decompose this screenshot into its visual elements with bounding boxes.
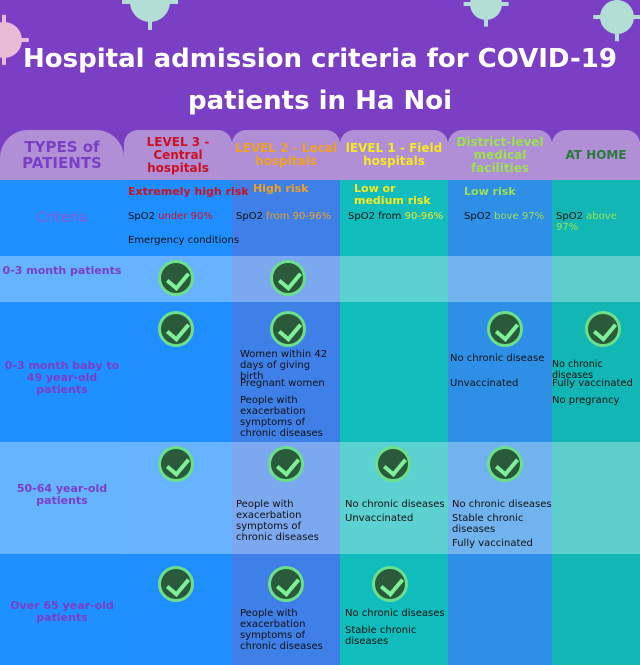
r2-home-c: No pregrancy bbox=[552, 395, 620, 406]
level2-spo2: SpO2 from 90-96% bbox=[236, 211, 332, 222]
header-level1: lEVEL 1 - Field hospitals bbox=[340, 130, 448, 180]
r3-level1-a: No chronic diseases bbox=[345, 499, 445, 510]
r4-level2-a: People with exacerbation symptoms of chr… bbox=[240, 608, 323, 652]
r2-home-a: No chronic diseases bbox=[552, 359, 603, 381]
level2-risk: High risk bbox=[253, 182, 309, 195]
r2-level2-b: Pregnant women bbox=[240, 378, 325, 389]
check-icon bbox=[268, 566, 304, 602]
level1-spo2: SpO2 from 90-96% bbox=[348, 211, 444, 222]
header-banner: Hospital admission criteria for COVID-19… bbox=[0, 0, 640, 132]
level3-spo2: SpO2 under 90% bbox=[128, 211, 213, 222]
virus-icon bbox=[0, 22, 22, 58]
home-spo2: SpO2 above 97% bbox=[556, 211, 617, 233]
district-spo2: SpO2 bove 97% bbox=[464, 211, 545, 222]
r2-district-b: Unvaccinated bbox=[450, 378, 519, 389]
level1-risk: Low or medium risk bbox=[354, 182, 431, 207]
r3-district-b: Stable chronic diseases bbox=[452, 513, 524, 535]
virus-icon bbox=[600, 0, 634, 34]
header-district: District-level medical facilities bbox=[448, 130, 552, 180]
home-column bbox=[552, 180, 640, 665]
row-label-0-3-month-to-49: 0-3 month baby to 49 year-old patients bbox=[4, 359, 120, 396]
r2-home-b: Fully vaccinated bbox=[552, 378, 633, 389]
page-title: Hospital admission criteria for COVID-19… bbox=[23, 44, 617, 116]
criteria-label: Criteria bbox=[36, 210, 88, 226]
check-icon bbox=[158, 566, 194, 602]
row-label-50-64: 50-64 year-old patients bbox=[16, 482, 108, 507]
check-icon bbox=[487, 311, 523, 347]
header-level2: LEVEL 2 - Local hospitals bbox=[232, 130, 340, 180]
level3-risk: Extremely high risk bbox=[128, 185, 249, 198]
check-icon bbox=[372, 566, 408, 602]
check-icon bbox=[487, 446, 523, 482]
check-icon bbox=[270, 260, 306, 296]
r2-level2-a: Women within 42 days of giving birth bbox=[240, 349, 328, 382]
check-icon bbox=[268, 446, 304, 482]
check-icon bbox=[270, 311, 306, 347]
row-label-0-3-month: 0-3 month patients bbox=[2, 264, 122, 277]
r3-district-c: Fully vaccinated bbox=[452, 538, 533, 549]
r2-level2-c: People with exacerbation symptoms of chr… bbox=[240, 395, 323, 439]
header-home: AT HOME bbox=[552, 130, 640, 180]
district-column bbox=[448, 180, 552, 665]
r3-level1-b: Unvaccinated bbox=[345, 513, 414, 524]
check-icon bbox=[585, 311, 621, 347]
r4-level1-b: Stable chronic diseases bbox=[345, 625, 417, 647]
level3-extra: Emergency conditions bbox=[128, 235, 240, 246]
virus-icon bbox=[130, 0, 170, 22]
header-types: TYPES of PATIENTS bbox=[0, 130, 124, 180]
row-band bbox=[0, 442, 640, 554]
check-icon bbox=[375, 446, 411, 482]
row-label-over-65: Over 65 year-old patients bbox=[10, 599, 114, 624]
r2-district-a: No chronic disease bbox=[450, 353, 545, 364]
check-icon bbox=[158, 260, 194, 296]
virus-icon bbox=[470, 0, 502, 20]
header-level3: LEVEL 3 - Central hospitals bbox=[124, 130, 232, 180]
r3-district-a: No chronic diseases bbox=[452, 499, 552, 510]
types-column bbox=[0, 180, 124, 665]
district-risk: Low risk bbox=[464, 185, 516, 198]
r3-level2-a: People with exacerbation symptoms of chr… bbox=[236, 499, 319, 543]
check-icon bbox=[158, 446, 194, 482]
row-band bbox=[0, 256, 640, 302]
check-icon bbox=[158, 311, 194, 347]
r4-level1-a: No chronic diseases bbox=[345, 608, 445, 619]
